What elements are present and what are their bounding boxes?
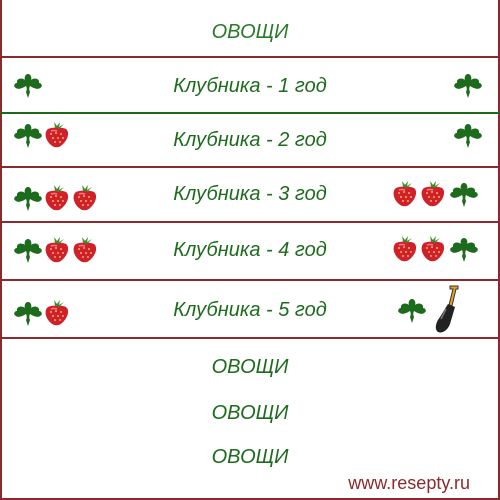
strawberry-icon (44, 235, 72, 265)
bed-1-right-icons (452, 68, 484, 102)
strawberry-icon (420, 234, 448, 264)
bed-1-left-icons (12, 68, 44, 102)
bed-label-year-5: Клубника - 5 год (173, 299, 327, 321)
strawberry-icon (392, 179, 420, 209)
leaf-icon (448, 180, 480, 208)
divider (0, 279, 500, 281)
bed-4-left-icons (12, 233, 100, 267)
bed-5-right-icons (396, 284, 462, 336)
shovel-icon (428, 284, 462, 336)
divider (0, 166, 500, 168)
bed-2-right-icons (452, 118, 484, 152)
leaf-icon (452, 121, 484, 149)
leaf-icon (448, 235, 480, 263)
strawberry-icon (420, 179, 448, 209)
vegetables-label-2: ОВОЩИ (211, 402, 289, 424)
divider (0, 56, 500, 58)
leaf-icon (12, 236, 44, 264)
bed-3-left-icons (12, 181, 100, 215)
strawberry-icon (44, 183, 72, 213)
leaf-icon (12, 71, 44, 99)
leaf-icon (396, 296, 428, 324)
divider (0, 221, 500, 223)
bed-5-left-icons (12, 296, 72, 330)
leaf-icon (12, 184, 44, 212)
leaf-icon (452, 71, 484, 99)
vegetables-label-3: ОВОЩИ (211, 446, 289, 468)
leaf-icon (12, 299, 44, 327)
leaf-icon (12, 121, 44, 149)
strawberry-icon (392, 234, 420, 264)
strawberry-icon (44, 120, 72, 150)
bed-label-year-3: Клубника - 3 год (173, 183, 327, 205)
site-watermark: www.resepty.ru (348, 473, 470, 493)
divider (0, 112, 500, 114)
strawberry-icon (44, 298, 72, 328)
bed-label-year-4: Клубника - 4 год (173, 239, 327, 261)
bed-4-right-icons (392, 232, 480, 266)
bed-label-year-1: Клубника - 1 год (173, 75, 327, 97)
bed-2-left-icons (12, 118, 72, 152)
strawberry-icon (72, 235, 100, 265)
bed-label-vegetables-top: ОВОЩИ (211, 21, 289, 43)
strawberry-icon (72, 183, 100, 213)
divider (0, 337, 500, 339)
bed-3-right-icons (392, 177, 480, 211)
bed-label-year-2: Клубника - 2 год (173, 129, 327, 151)
vegetables-label-1: ОВОЩИ (211, 356, 289, 378)
